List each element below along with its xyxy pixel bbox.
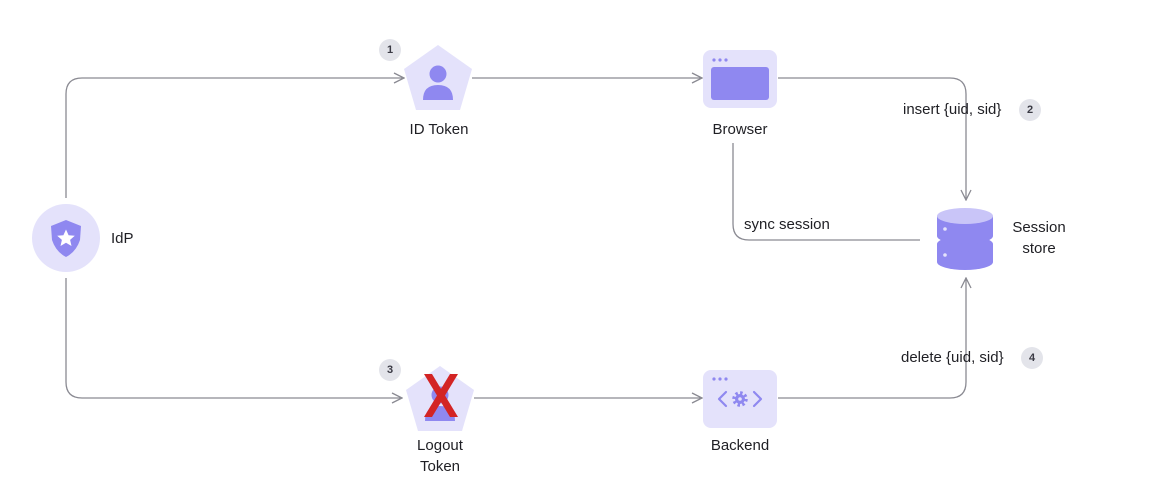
id-token-node [404, 45, 472, 110]
logout-token-node [406, 366, 474, 431]
idp-node [32, 204, 100, 272]
edge-label-delete: delete {uid, sid} [901, 349, 1004, 366]
edge-idp-to-id-token [65, 78, 404, 198]
step-badge-1: 1 [379, 39, 401, 61]
shield-star-icon [51, 220, 81, 257]
step-badge-3: 3 [379, 359, 401, 381]
gear-icon [732, 391, 748, 407]
user-badge-crossed-icon [424, 374, 458, 421]
session-store-label-line2: store [1022, 240, 1056, 257]
edge-label-insert: insert {uid, sid} [903, 101, 1002, 118]
logout-token-label-line2: Token [419, 458, 461, 475]
id-token-label: ID Token [409, 121, 469, 138]
edge-idp-to-logout-token [65, 278, 402, 398]
browser-node [703, 50, 777, 108]
backend-label: Backend [710, 437, 770, 454]
edge-sync-session [732, 143, 920, 241]
edge-backend-to-session-store [778, 278, 966, 399]
cross-icon [424, 374, 458, 417]
logout-token-label-line1: Logout [417, 437, 463, 454]
edge-label-sync-session: sync session [744, 216, 830, 233]
session-store-label-line1: Session [1012, 219, 1066, 236]
browser-window-icon [711, 58, 769, 100]
edge-browser-to-session-store [778, 77, 966, 200]
database-icon [937, 208, 993, 270]
step-badge-2: 2 [1019, 99, 1041, 121]
step-badge-4: 4 [1021, 347, 1043, 369]
user-badge-icon [423, 65, 453, 100]
idp-label: IdP [111, 230, 134, 247]
connectors [65, 77, 966, 399]
code-gear-window-icon [712, 377, 763, 408]
backend-node [703, 370, 777, 428]
session-store-node [937, 208, 993, 270]
browser-label: Browser [712, 121, 768, 138]
